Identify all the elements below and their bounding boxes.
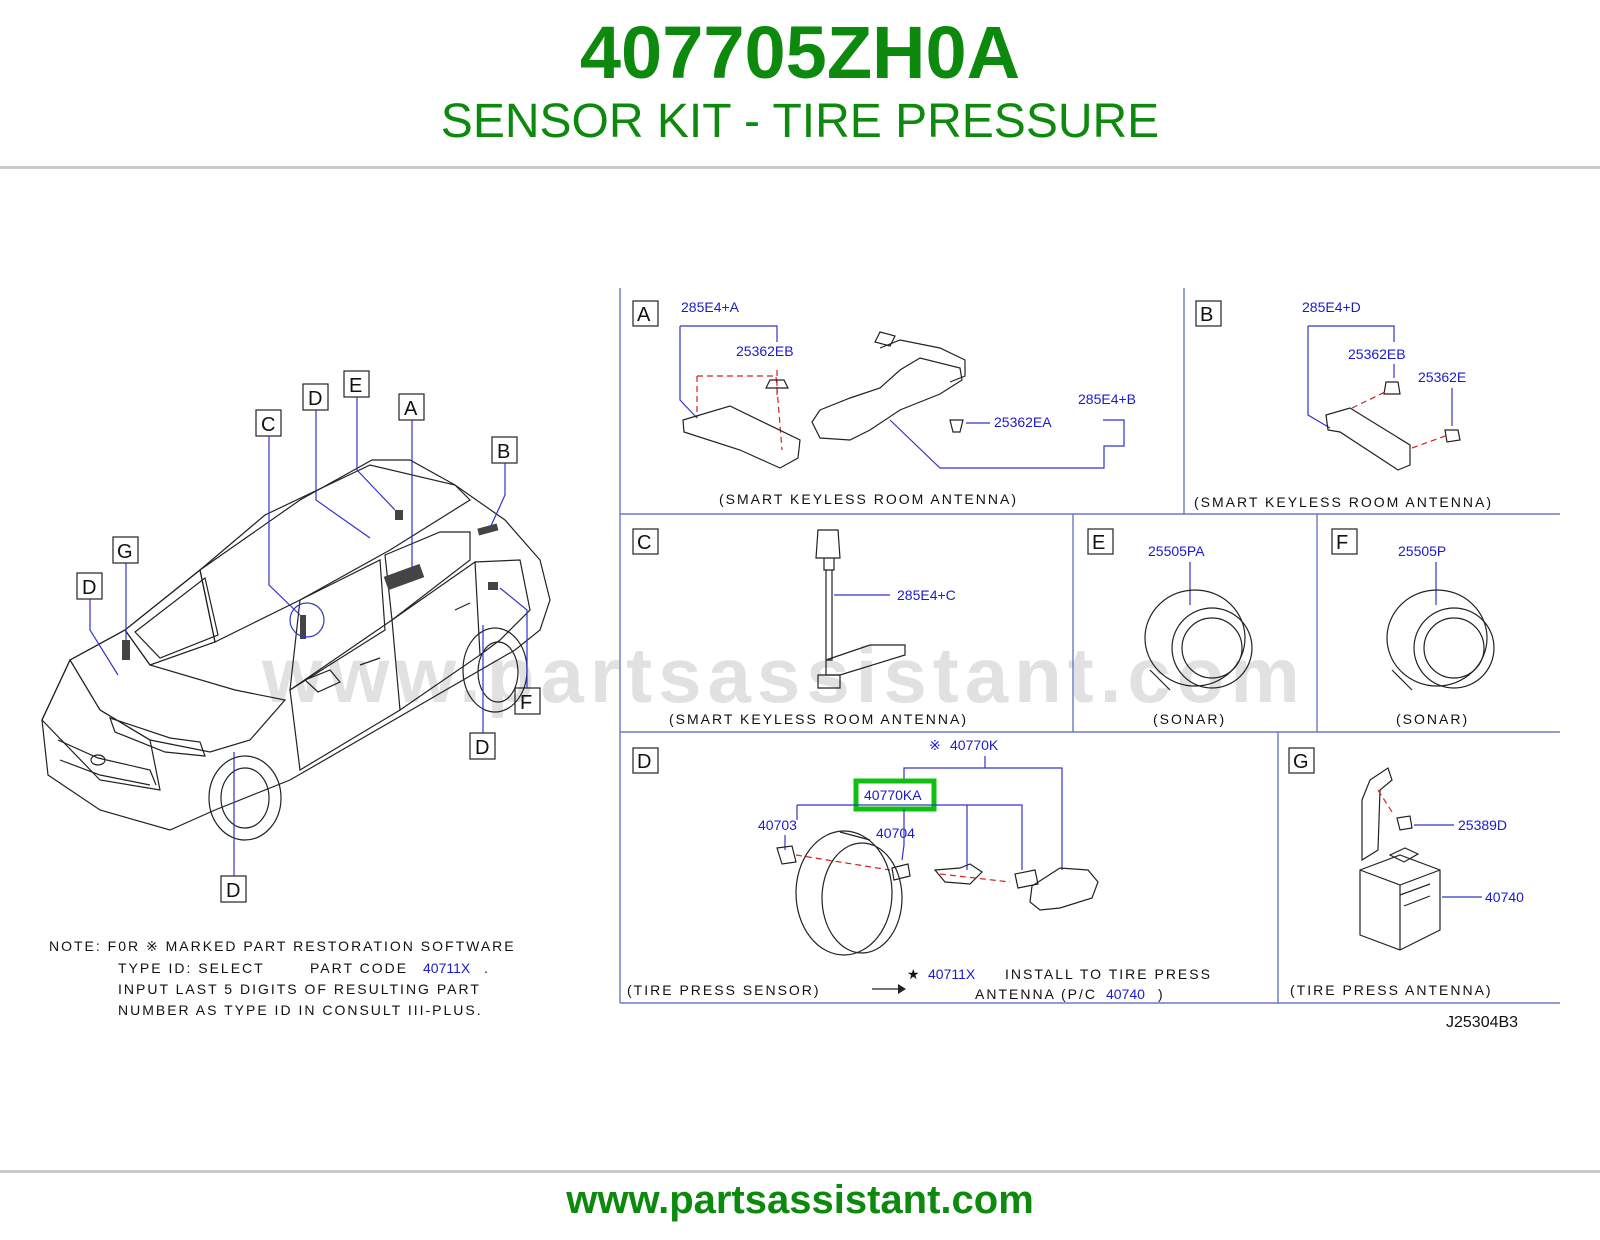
part-code: 40711X [928,966,976,982]
part-code: 40740 [1485,889,1524,905]
panel-caption: (TIRE PRESS ANTENNA) [1290,982,1493,998]
parts-diagram: www.partsassistant.com [41,288,1560,1031]
panel-caption: (SMART KEYLESS ROOM ANTENNA) [669,711,968,727]
highlighted-part-code[interactable]: 40770KA [864,787,922,803]
panel-caption: (SMART KEYLESS ROOM ANTENNA) [1194,494,1493,510]
svg-text:B: B [497,441,510,463]
part-code: 285E4+D [1302,299,1361,315]
note-line: . [484,960,490,976]
svg-text:D: D [82,577,96,599]
part-name-subtitle: SENSOR KIT - TIRE PRESSURE [440,95,1160,148]
svg-text:G: G [1293,751,1309,773]
note-line: INPUT LAST 5 DIGITS OF RESULTING PART [118,981,481,997]
svg-text:B: B [1200,304,1213,326]
part-code: 25362E [1418,369,1466,385]
star-note-text: INSTALL TO TIRE PRESS [1005,966,1212,982]
panel-caption: (SONAR) [1396,711,1469,727]
part-number-title: 407705ZH0A [579,11,1021,94]
diagram-code: J25304B3 [1446,1014,1518,1031]
panel-caption: (SMART KEYLESS ROOM ANTENNA) [719,491,1018,507]
panel-g: G 25389D 40740 (TIRE PRESS ANTENNA) [1288,747,1524,998]
svg-text:D: D [637,751,651,773]
note-line: NUMBER AS TYPE ID IN CONSULT III-PLUS. [118,1002,483,1018]
part-code: 25505P [1398,543,1446,559]
svg-text:A: A [404,398,418,420]
part-code: 285E4+C [897,587,956,603]
svg-text:E: E [349,375,362,397]
highlighted-part-box[interactable] [853,778,937,812]
watermark-text: www.partsassistant.com [261,631,1306,719]
panel-e: E 25505PA (SONAR) [1087,528,1253,727]
part-code: 25362EB [736,343,794,359]
note-line: PART CODE [310,960,408,976]
restoration-note: NOTE: F0R ※ MARKED PART RESTORATION SOFT… [49,938,516,1018]
part-code: 40740 [1106,986,1145,1002]
panel-f: F 25505P (SONAR) [1331,528,1495,727]
panel-frames [619,288,1560,1004]
star-note-text: ) [1158,986,1165,1002]
svg-text:D: D [475,737,489,759]
panel-b: B 285E4+D 25362EB 25362E (SMART KEYLESS … [1194,299,1493,510]
part-code: 40703 [758,817,797,833]
svg-text:D: D [226,880,240,902]
panel-caption: (TIRE PRESS SENSOR) [627,982,821,998]
panel-a: A 285E4+A 25362EB 25362EA 285E4+B (SMART… [632,299,1136,507]
svg-text:E: E [1092,532,1105,554]
car-callouts: E D A C B G D F D D [76,370,541,903]
star-mark: ★ [907,966,922,982]
footer-divider [0,1170,1600,1173]
svg-text:D: D [308,388,322,410]
panel-caption: (SONAR) [1153,711,1226,727]
svg-text:F: F [1336,532,1348,554]
part-code: 285E4+A [681,299,740,315]
part-code: 25362EB [1348,346,1406,362]
part-code: 40770K [950,737,999,753]
svg-text:C: C [261,414,275,436]
kit-mark: ※ [929,737,941,753]
part-code: 40711X [423,960,471,976]
svg-text:F: F [520,692,532,714]
panel-d: D ※ 40770K 40770KA 40703 40704 (TIRE PRE… [627,737,1212,1002]
note-line: NOTE: F0R ※ MARKED PART RESTORATION SOFT… [49,938,516,954]
star-note-text: ANTENNA (P/C [975,986,1097,1002]
part-code: 25362EA [994,414,1052,430]
svg-text:A: A [637,304,651,326]
part-code: 285E4+B [1078,391,1136,407]
part-code: 25505PA [1148,543,1205,559]
footer-url[interactable]: www.partsassistant.com [566,1178,1034,1222]
panel-c: C 285E4+C (SMART KEYLESS ROOM ANTENNA) [632,528,968,727]
part-code: 25389D [1458,817,1507,833]
part-code: 40704 [876,825,915,841]
svg-text:C: C [637,532,651,554]
svg-text:G: G [117,541,133,563]
header-divider [0,166,1600,169]
note-line: TYPE ID: SELECT [118,960,265,976]
